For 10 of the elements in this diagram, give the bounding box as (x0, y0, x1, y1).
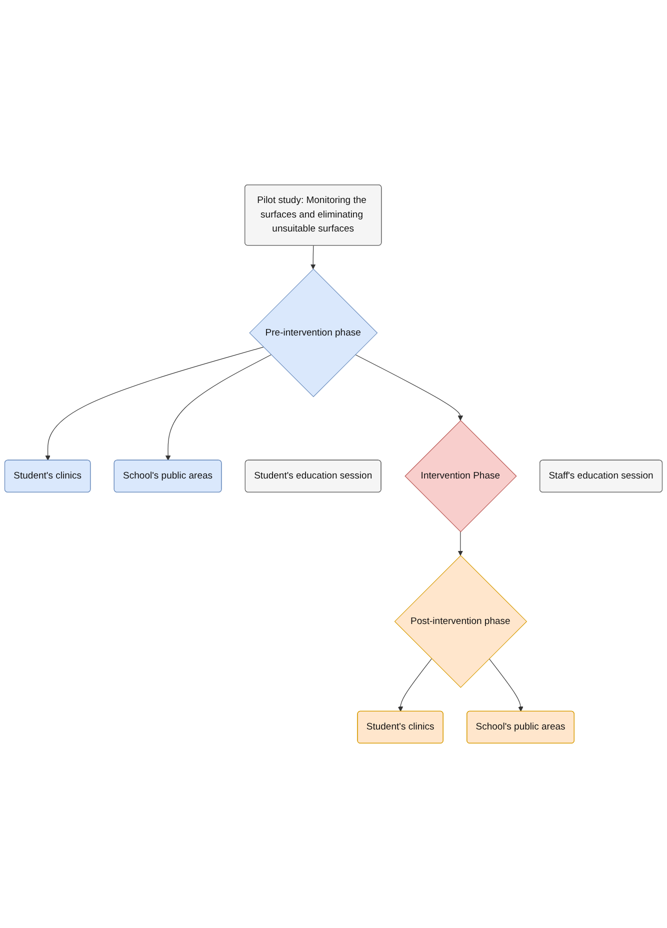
arrow (354, 354, 464, 421)
arrow (458, 531, 464, 556)
node-diamond: Intervention Phase (404, 420, 517, 532)
arrow (165, 354, 272, 461)
node-diamond: Post-intervention phase (394, 555, 528, 688)
arrow (488, 658, 524, 712)
arrow (398, 658, 432, 712)
arrow (310, 245, 316, 270)
arrow (45, 346, 264, 461)
node-diamond: Pre-intervention phase (249, 268, 378, 398)
